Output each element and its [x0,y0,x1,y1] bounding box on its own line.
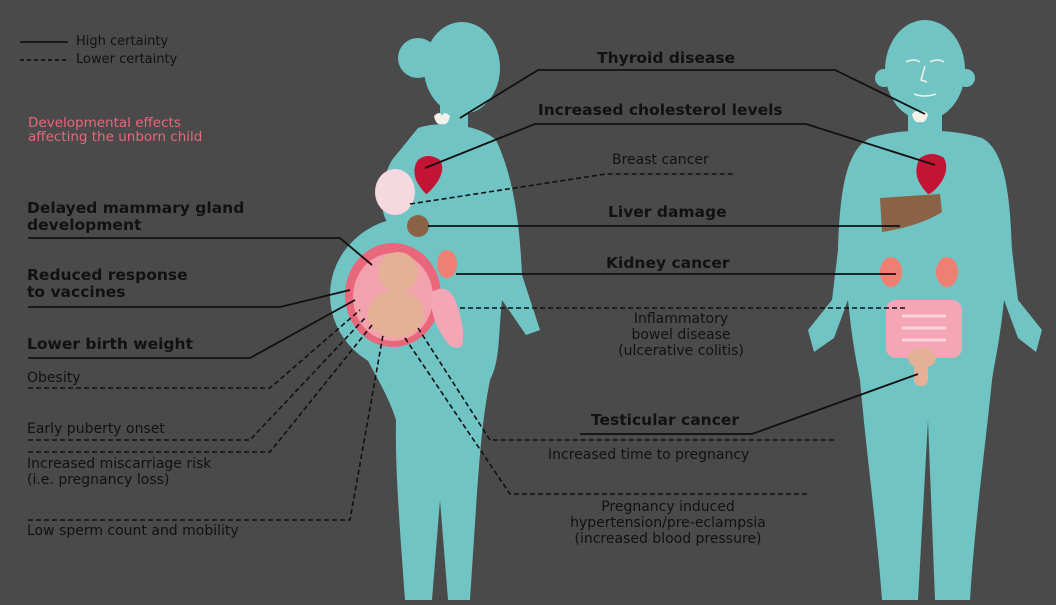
label-delayed-mammary: Delayed mammary gland development [27,200,244,234]
male-kidney-right [936,257,958,287]
legend-dashed-label: Lower certainty [76,52,177,67]
label-miscarriage-risk: Increased miscarriage risk (i.e. pregnan… [27,456,211,488]
developmental-effects-note: Developmental effects affecting the unbo… [28,116,202,144]
label-breast-cancer: Breast cancer [612,152,709,168]
label-liver-damage: Liver damage [608,204,727,221]
female-kidney [437,250,457,278]
female-liver [407,215,429,237]
female-breast [375,169,415,215]
label-inflammatory-bowel-disease: Inflammatory bowel disease (ulcerative c… [596,311,766,359]
label-low-sperm-count: Low sperm count and mobility [27,523,239,539]
label-thyroid-disease: Thyroid disease [597,50,735,67]
label-increased-time-to-pregnancy: Increased time to pregnancy [548,447,749,463]
legend-solid-label: High certainty [76,34,168,49]
label-reduced-vaccine-response: Reduced response to vaccines [27,267,188,301]
label-lower-birth-weight: Lower birth weight [27,336,193,353]
label-increased-cholesterol: Increased cholesterol levels [538,102,783,119]
label-pregnancy-hypertension: Pregnancy induced hypertension/pre-eclam… [548,499,788,547]
label-early-puberty: Early puberty onset [27,421,165,437]
male-kidney-left [880,257,902,287]
male-head [885,20,965,120]
connector-mammary [28,238,372,265]
label-kidney-cancer: Kidney cancer [606,255,730,272]
label-testicular-cancer: Testicular cancer [591,412,739,429]
label-obesity: Obesity [27,370,80,386]
